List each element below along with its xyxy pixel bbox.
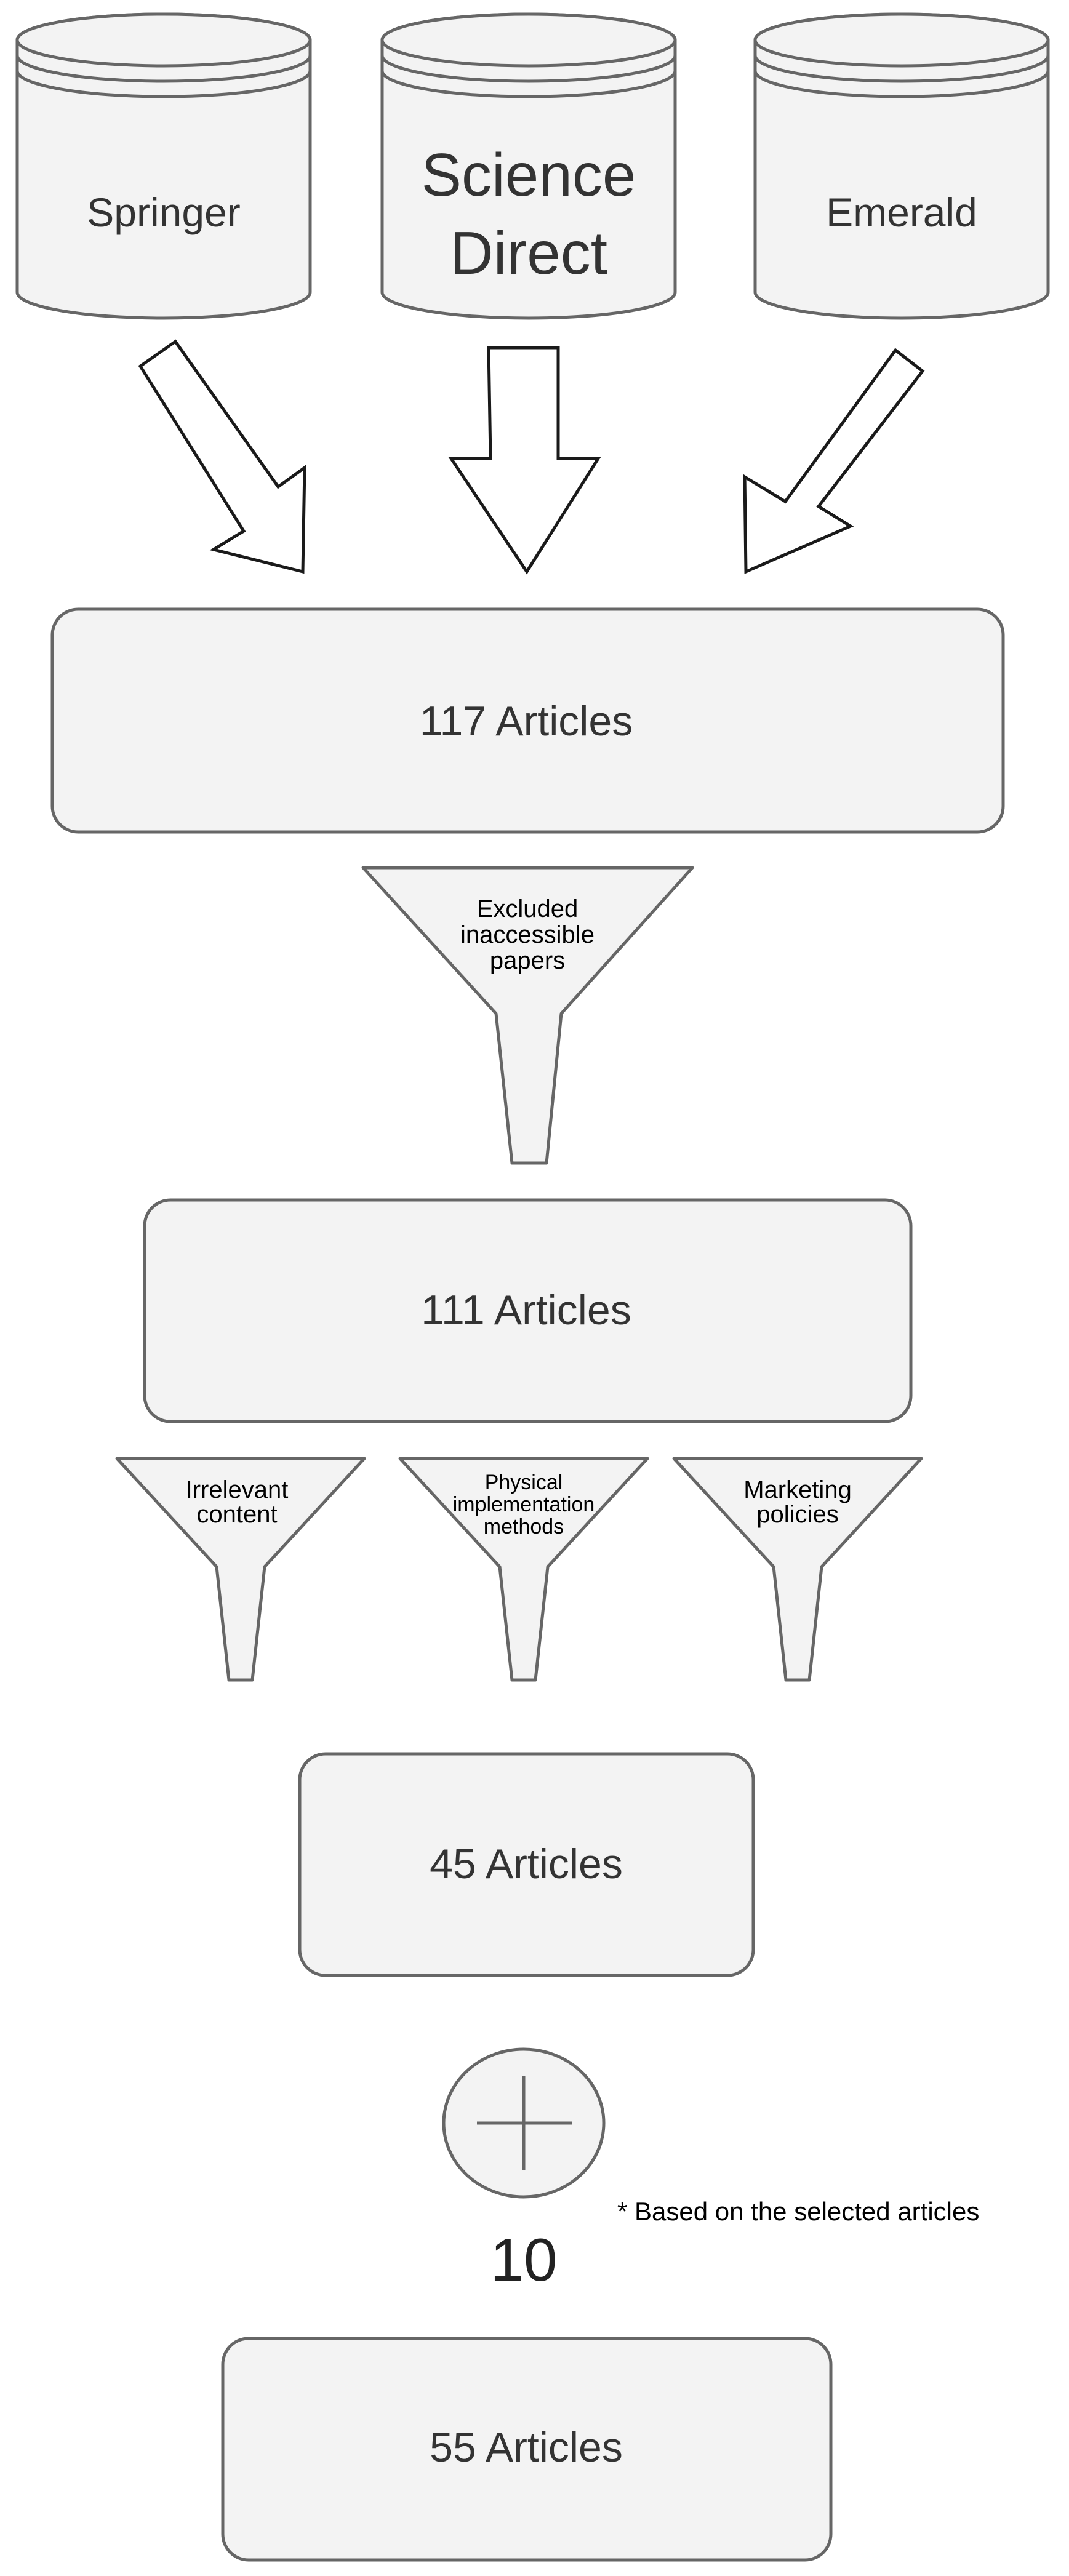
database-label-emerald: Emerald: [826, 190, 977, 235]
articles-box-45: [298, 1752, 755, 1977]
filter-label-line: Physical: [485, 1471, 563, 1494]
database-label-sciencedirect-line1: Science: [422, 141, 636, 209]
filter-label-line: content: [196, 1501, 277, 1528]
database-label-springer: Springer: [87, 190, 240, 235]
filter-label-line: inaccessible: [460, 921, 595, 948]
arrow-sciencedirect-to-articles-icon: [448, 346, 601, 575]
add-circle: [442, 2047, 606, 2199]
filter-funnel-marketing: Marketing policies: [672, 1457, 923, 1682]
database-springer: Springer: [15, 12, 312, 320]
articles-count-117: 117 Articles: [420, 698, 633, 745]
filter-funnel-irrelevant: Irrelevant content: [115, 1457, 366, 1682]
filter-label-line: papers: [490, 947, 565, 974]
filter-funnel-inaccessible: Excluded inaccessible papers: [361, 866, 694, 1165]
filter-label-line: Marketing: [743, 1476, 852, 1503]
articles-box-55: [221, 2337, 833, 2562]
filter-label-line: Excluded: [477, 895, 579, 922]
filter-label-line: methods: [484, 1515, 564, 1538]
articles-count-111: 111 Articles: [421, 1287, 631, 1334]
additional-articles-count: 10: [490, 2226, 557, 2294]
database-label-sciencedirect-line2: Direct: [450, 219, 607, 287]
filter-label-line: implementation: [453, 1493, 595, 1516]
arrow-springer-to-articles-icon: [138, 339, 306, 574]
filter-label-line: policies: [756, 1501, 838, 1528]
articles-count-45: 45 Articles: [430, 1841, 623, 1887]
additional-articles-note: * Based on the selected articles: [617, 2197, 979, 2226]
articles-box-117: [50, 607, 1005, 834]
arrow-emerald-to-articles-icon: [743, 348, 925, 574]
database-emerald: Emerald: [753, 12, 1050, 320]
filter-funnel-physical: Physical implementation methods: [398, 1457, 649, 1682]
articles-count-55: 55 Articles: [430, 2424, 623, 2471]
plus-icon: [477, 2076, 572, 2170]
articles-box-111: [143, 1198, 913, 1423]
database-sciencedirect: Science Direct: [380, 12, 677, 320]
filter-label-line: Irrelevant: [186, 1476, 289, 1503]
